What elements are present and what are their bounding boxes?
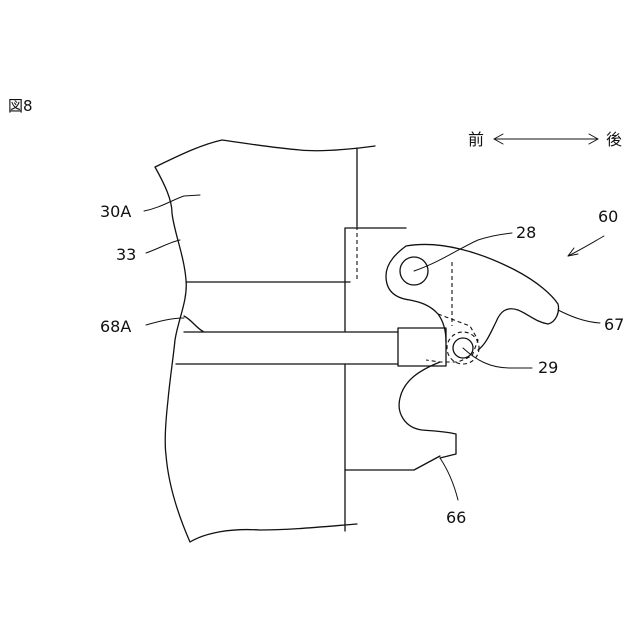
label-68a: 68A bbox=[100, 317, 131, 336]
double-arrow-icon bbox=[494, 134, 598, 144]
leader-33 bbox=[146, 240, 180, 253]
label-66: 66 bbox=[446, 508, 466, 527]
rod-end-block bbox=[398, 328, 446, 366]
rod-68a bbox=[176, 316, 398, 364]
leader-66 bbox=[440, 458, 458, 500]
label-30a: 30A bbox=[100, 202, 131, 221]
leader-67 bbox=[558, 310, 600, 323]
lever-hidden-lines bbox=[426, 262, 478, 362]
leader-60 bbox=[568, 236, 604, 256]
leader-28 bbox=[414, 233, 512, 271]
label-29: 29 bbox=[538, 358, 558, 377]
figure-label: 図8 bbox=[8, 97, 33, 115]
claw-66 bbox=[399, 362, 456, 458]
rear-direction-label: 後 bbox=[606, 130, 622, 149]
label-67: 67 bbox=[604, 315, 624, 334]
hook-lever bbox=[386, 244, 559, 350]
front-direction-label: 前 bbox=[468, 130, 484, 149]
label-28: 28 bbox=[516, 223, 536, 242]
label-60: 60 bbox=[598, 207, 618, 226]
main-body-outline bbox=[155, 140, 375, 542]
leader-29 bbox=[463, 348, 532, 368]
label-33: 33 bbox=[116, 245, 136, 264]
